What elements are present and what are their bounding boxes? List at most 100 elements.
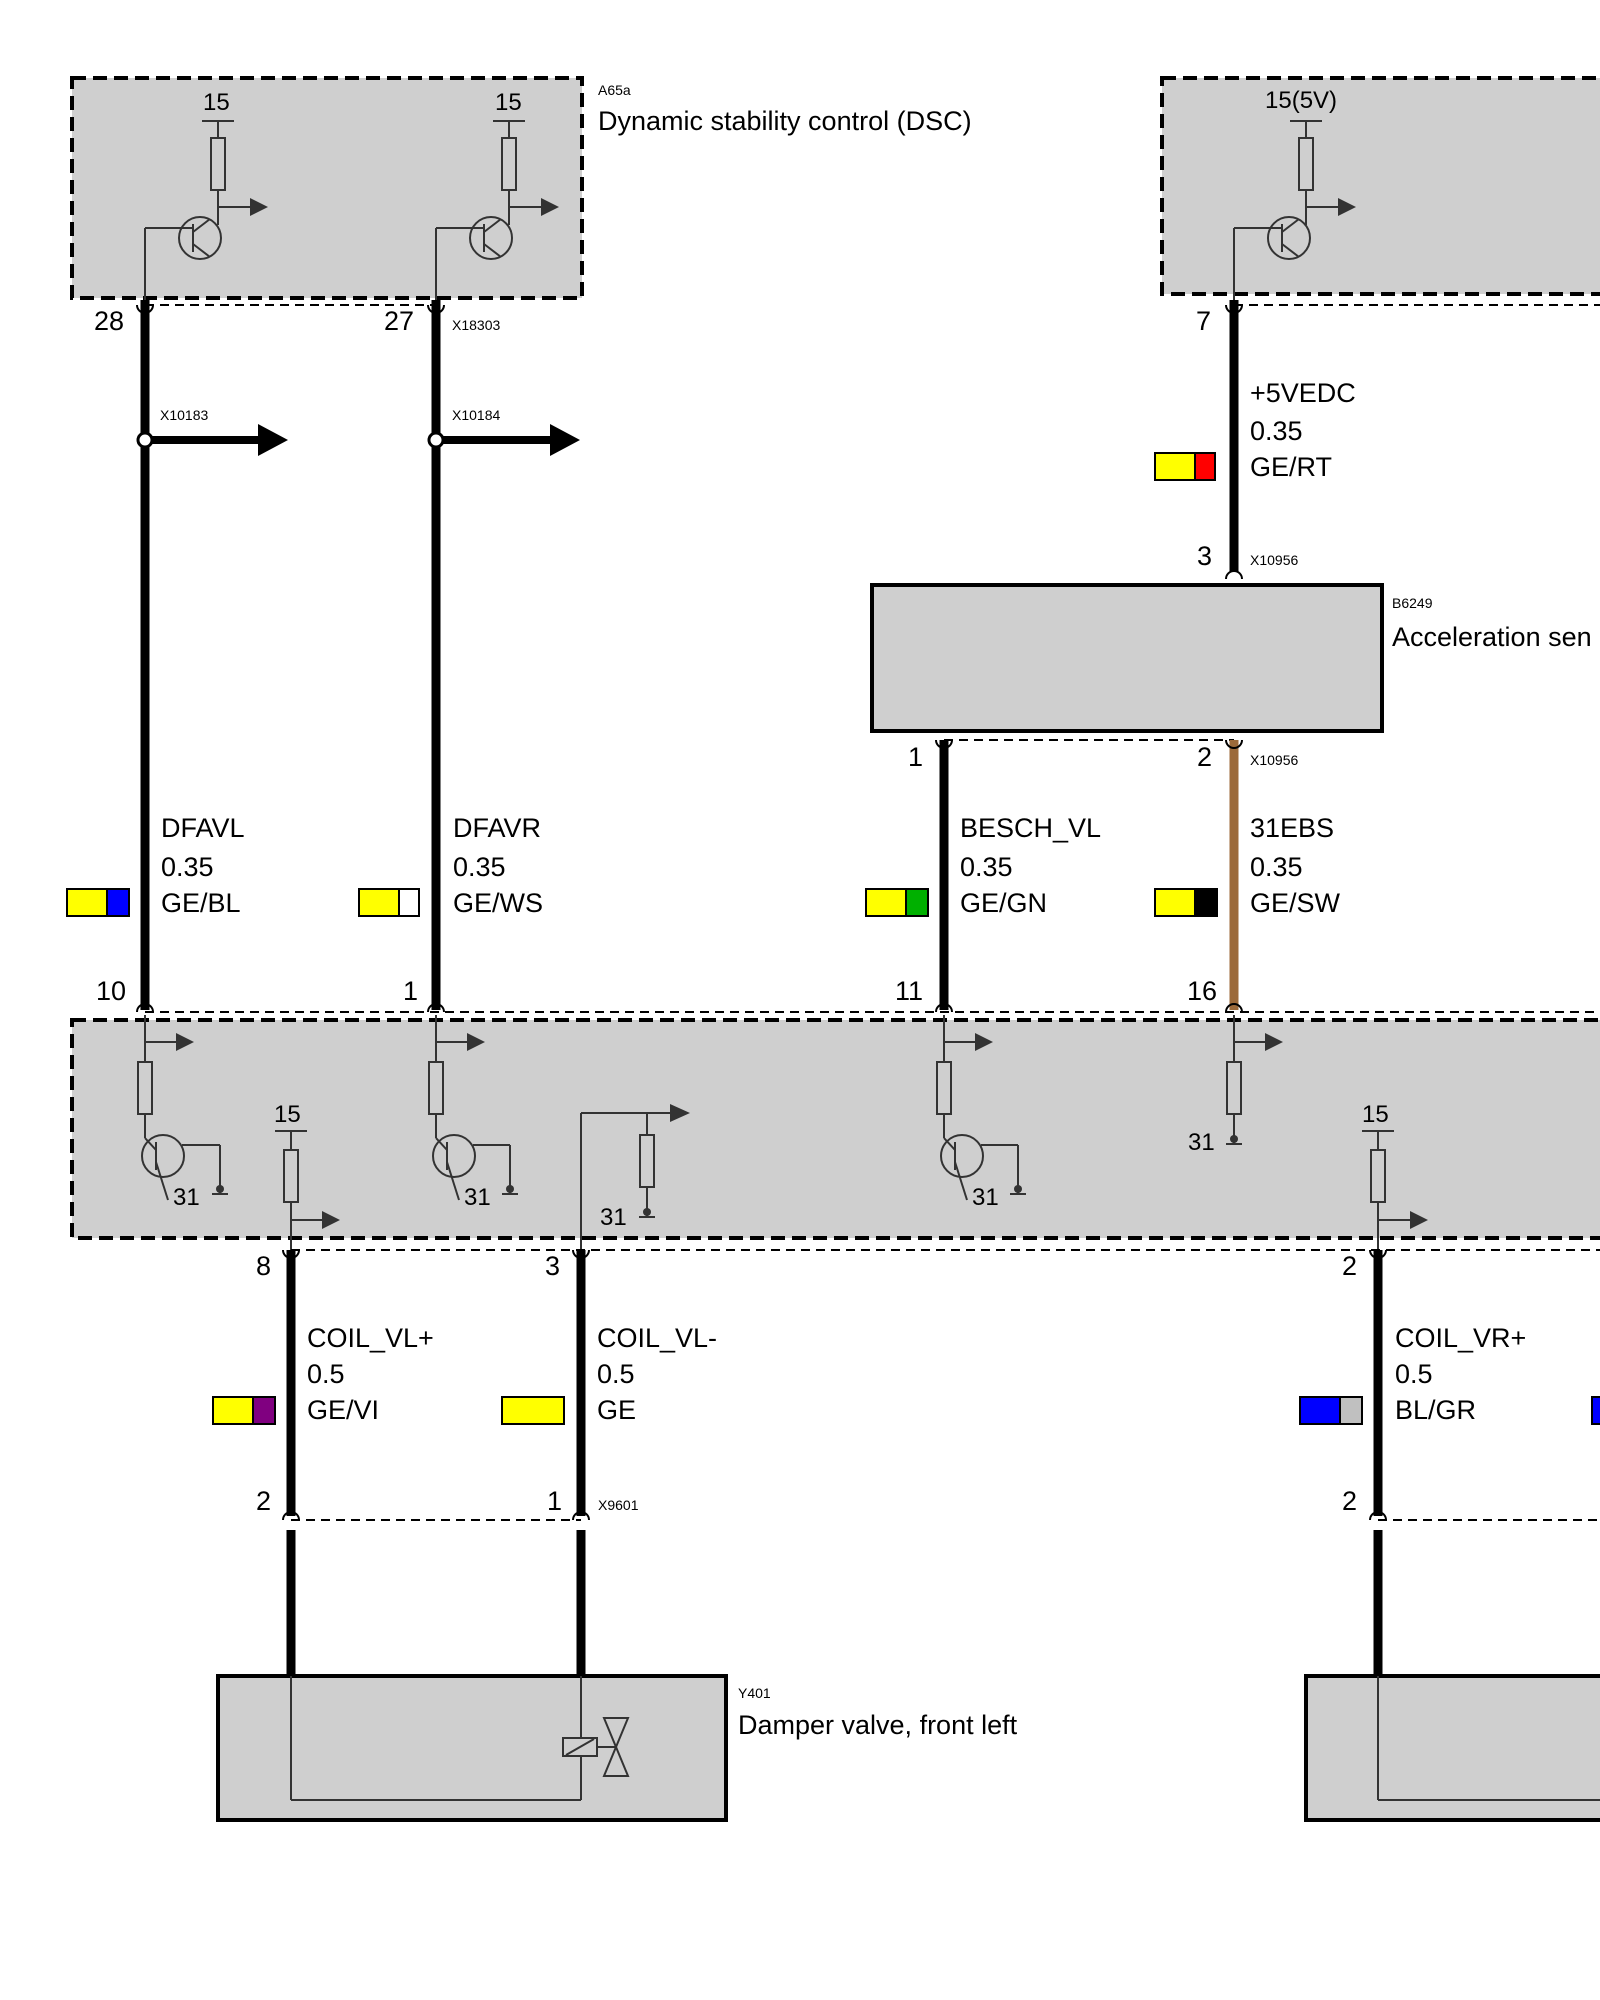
transistor-icon: [432, 1134, 476, 1178]
wire-gauge: 0.35: [161, 852, 214, 882]
ground-label: 31: [464, 1184, 491, 1211]
transistor-icon: [1267, 216, 1311, 260]
wire-signal: COIL_VL-: [597, 1323, 717, 1353]
pin-label: 27: [384, 306, 414, 336]
acceleration-sensor-box: [870, 583, 1384, 733]
splice-point: [427, 431, 445, 449]
wire-color-swatch: [252, 1396, 276, 1425]
transistor-icon: [469, 216, 513, 260]
pin-label: 2: [256, 1486, 271, 1516]
wire-gauge: 0.5: [307, 1359, 345, 1389]
pin-label: 11: [895, 976, 923, 1006]
damper-valve-box: [1304, 1674, 1600, 1822]
wire-signal: 31EBS: [1250, 813, 1334, 843]
pin-label: 28: [94, 306, 124, 336]
top-right-module: 15(5V) 7: [1160, 76, 1600, 336]
damper-ref: Y401: [738, 1685, 771, 1701]
arrow-right-icon: [550, 424, 580, 456]
connector-ref: X10956: [1250, 552, 1298, 568]
wire-color-swatch: [358, 888, 400, 917]
wire-gauge: 0.35: [1250, 852, 1303, 882]
connector-ref: X10183: [160, 407, 208, 423]
ground-label: 31: [600, 1204, 627, 1231]
pin-label: 2: [1342, 1251, 1357, 1281]
supply-label: 15: [274, 1101, 301, 1128]
wire-color-swatch: [905, 888, 929, 917]
wire-coil-vl-plus: COIL_VL+ 0.5 GE/VI: [212, 1250, 434, 1676]
pin-label: 1: [403, 976, 418, 1006]
supply-label: 15: [1362, 1101, 1389, 1128]
wire-gauge: 0.35: [960, 852, 1013, 882]
wire-color-swatch: [501, 1396, 565, 1425]
damper-name: Damper valve, front left: [738, 1710, 1018, 1740]
middle-module: 10 1 11 16 31 15: [70, 976, 1600, 1281]
wire-color-code: GE/VI: [307, 1395, 379, 1425]
ground-label: 31: [173, 1184, 200, 1211]
ground-circuit-31ebs: 31: [1188, 1015, 1283, 1156]
resistor: [428, 1061, 444, 1115]
middle-module-box: [70, 1018, 1600, 1240]
wire-dfavl: X10183 DFAVL 0.35 GE/BL: [66, 300, 288, 1010]
wire-color-swatch: [1154, 888, 1196, 917]
pin-label: 3: [1197, 541, 1212, 571]
wire-color-code: GE/WS: [453, 888, 543, 918]
wire-color-code: BL/GR: [1395, 1395, 1476, 1425]
pin-label: 2: [1342, 1486, 1357, 1516]
splice-point: [136, 431, 154, 449]
pin-label: 1: [547, 1486, 562, 1516]
supply-label: 15(5V): [1265, 87, 1337, 114]
wire-color-swatch: [106, 888, 130, 917]
wire-signal: DFAVL: [161, 813, 245, 843]
wire-color-swatch: [1591, 1396, 1600, 1425]
wire-color-swatch: [1194, 888, 1218, 917]
wire-dfavr: X10184 DFAVR 0.35 GE/WS: [358, 300, 580, 1010]
wire-signal: BESCH_VL: [960, 813, 1101, 843]
wire-signal: +5VEDC: [1250, 378, 1356, 408]
ground-label: 31: [1188, 1129, 1215, 1156]
wire-color-code: GE: [597, 1395, 636, 1425]
input-circuit-dfavr: 31: [428, 1015, 518, 1211]
dsc-module: A65a Dynamic stability control (DSC) 15 …: [70, 76, 972, 336]
supply-label: 15: [203, 89, 230, 116]
input-circuit-dfavl: 31: [137, 1015, 228, 1211]
transistor-icon: [141, 1134, 185, 1178]
resistor: [639, 1134, 655, 1188]
pin-label: 10: [96, 976, 126, 1006]
wire-signal: DFAVR: [453, 813, 541, 843]
resistor: [1370, 1149, 1386, 1203]
supply-label: 15: [495, 89, 522, 116]
wire-31ebs: 31EBS 0.35 GE/SW: [1154, 740, 1341, 1010]
ground-label: 31: [972, 1184, 999, 1211]
input-circuit-besch-vl: 31: [936, 1015, 1026, 1211]
resistor: [501, 137, 517, 191]
wire-5vedc: +5VEDC 0.35 GE/RT 3 X10956: [1154, 300, 1356, 572]
sensor-ref: B6249: [1392, 595, 1433, 611]
wire-color-swatch: [1154, 452, 1196, 481]
resistor: [283, 1149, 299, 1203]
resistor: [936, 1061, 952, 1115]
connector-ref: X18303: [452, 317, 500, 333]
resistor: [137, 1061, 153, 1115]
pin-label: 7: [1196, 306, 1211, 336]
arrow-right-icon: [258, 424, 288, 456]
wire-color-code: GE/SW: [1250, 888, 1341, 918]
wire-gauge: 0.35: [1250, 416, 1303, 446]
transistor-icon: [178, 216, 222, 260]
pin-label: 2: [1197, 742, 1212, 772]
wire-coil-vl-minus: COIL_VL- 0.5 GE: [501, 1250, 717, 1676]
connector-ref: X10184: [452, 407, 500, 423]
pin-label: 3: [545, 1251, 560, 1281]
solenoid-valve-icon: [562, 1717, 630, 1777]
damper-valve-front-right: [1304, 1674, 1600, 1822]
connector-ref: X9601: [598, 1497, 639, 1513]
wire-signal: COIL_VR+: [1395, 1323, 1526, 1353]
wire-color-swatch: [212, 1396, 254, 1425]
return-circuit-coil-vl: 31: [580, 1104, 690, 1250]
wire-coil-vr-plus: COIL_VR+ 0.5 BL/GR: [1299, 1250, 1600, 1676]
top-right-module-box: [1160, 76, 1600, 296]
dsc-ref: A65a: [598, 82, 631, 98]
wire-gauge: 0.35: [453, 852, 506, 882]
wire-gauge: 0.5: [597, 1359, 635, 1389]
sensor-name: Acceleration sen: [1392, 622, 1592, 652]
acceleration-sensor: B6249 Acceleration sen 1 2 X10956: [870, 583, 1592, 772]
